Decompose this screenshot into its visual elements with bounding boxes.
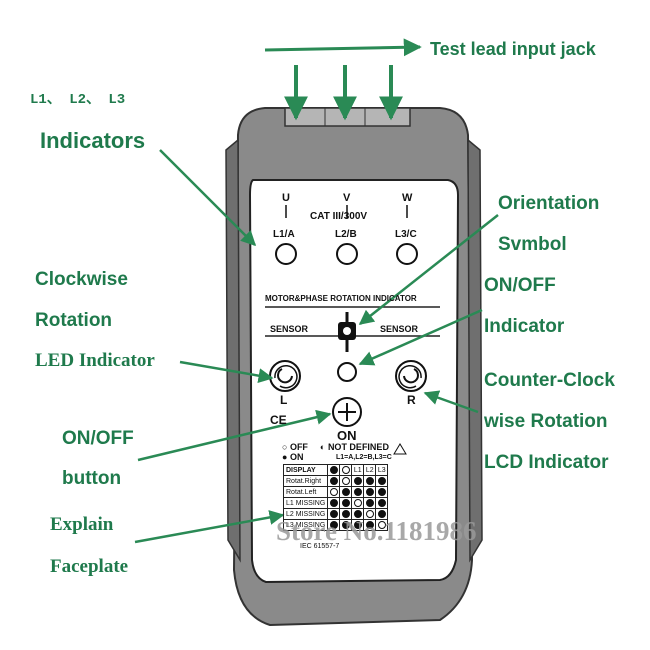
label-counter-clockwise-3: LCD Indicator <box>484 452 609 473</box>
table-row-label: L3 MISSING <box>282 519 329 531</box>
terminal-v: V <box>343 192 351 204</box>
device-title: MOTOR&PHASE ROTATION INDICATOR <box>265 294 417 303</box>
jack-label-l2b: L2/B <box>335 229 357 240</box>
callout-arrows <box>134 38 499 544</box>
table-row: L3 MISSING <box>282 519 389 531</box>
table-row-label: Rotat.Left <box>282 486 329 498</box>
explain-faceplate-table: DISPLAY L1 L2 L3 Rotat.Right Rotat.Left … <box>282 464 389 531</box>
label-clockwise-1: Clockwise <box>35 269 128 290</box>
phase-map: L1=A,L2=B,L3=C <box>336 454 392 461</box>
counterclockwise-led-indicator <box>395 360 427 392</box>
legend-on: ● ON <box>282 452 304 462</box>
label-indicators: Indicators <box>40 128 146 153</box>
table-row: L1 MISSING <box>282 497 389 509</box>
table-header-l3: L3 <box>375 464 389 476</box>
legend-not-defined: ◐ NOT DEFINED <box>320 442 389 452</box>
label-orientation-1: Orientation <box>498 193 600 214</box>
label-onoff-button-2: button <box>62 468 122 489</box>
orientation-symbol <box>338 312 356 352</box>
rotation-label-r: R <box>407 393 416 407</box>
label-onoff-button-1: ON/OFF <box>62 428 134 449</box>
clockwise-led-indicator <box>269 360 301 392</box>
category-rating: CAT III/300V <box>310 211 368 222</box>
label-onoff-indicator-2: Indicator <box>484 316 565 337</box>
label-counter-clockwise-2: wise Rotation <box>484 411 608 432</box>
terminal-w: W <box>402 192 413 204</box>
table-header-l2: L2 <box>363 464 377 476</box>
sensor-label-left: SENSOR <box>270 324 309 334</box>
label-l1-l2-l3: L1、 L2、 L3 <box>30 92 126 108</box>
store-watermark: Store No.1181986 <box>276 516 477 546</box>
label-onoff-indicator-1: ON/OFF <box>484 275 556 296</box>
table-row: L2 MISSING <box>282 508 389 520</box>
table-row-label: Rotat.Right <box>282 475 329 487</box>
table-row: Rotat.Right <box>282 475 389 487</box>
jack-l1 <box>275 243 297 265</box>
label-clockwise-3: LED Indicator <box>35 350 155 371</box>
table-header-row: DISPLAY L1 L2 L3 <box>282 464 389 476</box>
onoff-led-indicator <box>337 362 357 382</box>
legend-off: ○ OFF <box>282 442 308 452</box>
label-orientation-2: Svmbol <box>498 234 567 255</box>
label-test-lead-jack: Test lead input jack <box>430 39 596 59</box>
table-header-display: DISPLAY <box>282 464 329 476</box>
table-row: Rotat.Left <box>282 486 389 498</box>
table-header-l1: L1 <box>351 464 365 476</box>
jack-l2 <box>336 243 358 265</box>
jack-label-l1a: L1/A <box>273 229 295 240</box>
on-off-button[interactable] <box>332 397 362 427</box>
label-explain-1: Explain <box>50 514 114 535</box>
label-clockwise-2: Rotation <box>35 310 113 331</box>
jack-l3 <box>396 243 418 265</box>
warning-icon <box>393 443 407 455</box>
ce-mark: CE <box>270 413 287 427</box>
label-counter-clockwise-1: Counter-Clock <box>484 370 615 391</box>
iec-standard: IEC 61557-7 <box>300 543 340 550</box>
terminal-u: U <box>282 192 290 204</box>
sensor-label-right: SENSOR <box>380 324 419 334</box>
label-explain-2: Faceplate <box>50 556 129 577</box>
table-row-label: L1 MISSING <box>282 497 329 509</box>
rotation-label-l: L <box>280 393 288 407</box>
jack-label-l3c: L3/C <box>395 229 417 240</box>
on-label: ON <box>337 428 357 443</box>
